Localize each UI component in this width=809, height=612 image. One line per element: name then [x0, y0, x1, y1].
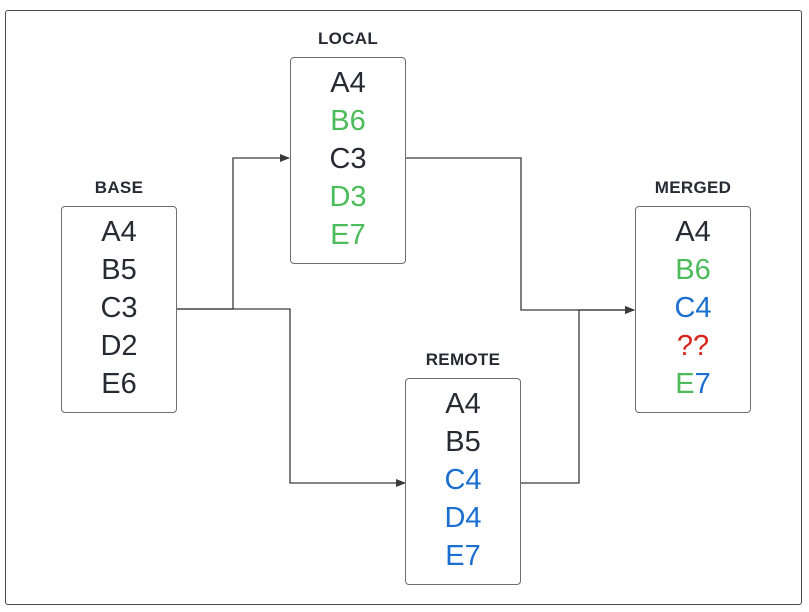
- local-entry: B6: [330, 105, 366, 137]
- base-entry: A4: [101, 216, 137, 248]
- merged-entry-part: 7: [694, 368, 711, 400]
- base-entry: D2: [100, 330, 138, 362]
- base-entry: E6: [101, 368, 137, 400]
- merged-entry: C4: [674, 292, 712, 324]
- base-entry: C3: [100, 292, 138, 324]
- merged-entry: B6: [675, 254, 711, 286]
- diagram-frame: [5, 10, 802, 605]
- local-entry: A4: [330, 67, 366, 99]
- remote-entry: A4: [445, 388, 481, 420]
- edge-base-to-remote: [176, 308, 406, 487]
- local-entry: C3: [329, 143, 367, 175]
- base-entry: B5: [101, 254, 137, 286]
- edge-base-to-local: [176, 154, 290, 310]
- local-entry: D3: [329, 181, 367, 213]
- remote-entry: D4: [444, 502, 482, 534]
- local-entry: E7: [330, 219, 366, 251]
- merged-entry: ??: [676, 330, 710, 362]
- remote-entry: E7: [445, 540, 481, 572]
- merged-title: MERGED: [654, 178, 732, 197]
- base-title: BASE: [94, 178, 144, 197]
- remote-entry: C4: [444, 464, 482, 496]
- remote-entry: B5: [445, 426, 481, 458]
- merged-entry-part: E: [675, 368, 695, 400]
- remote-title: REMOTE: [425, 350, 501, 369]
- local-title: LOCAL: [317, 29, 379, 48]
- merged-entry: E7: [636, 367, 750, 401]
- edge-remote-to-merged: [521, 306, 635, 484]
- edge-local-to-merged: [406, 157, 635, 314]
- merged-entry: A4: [675, 216, 711, 248]
